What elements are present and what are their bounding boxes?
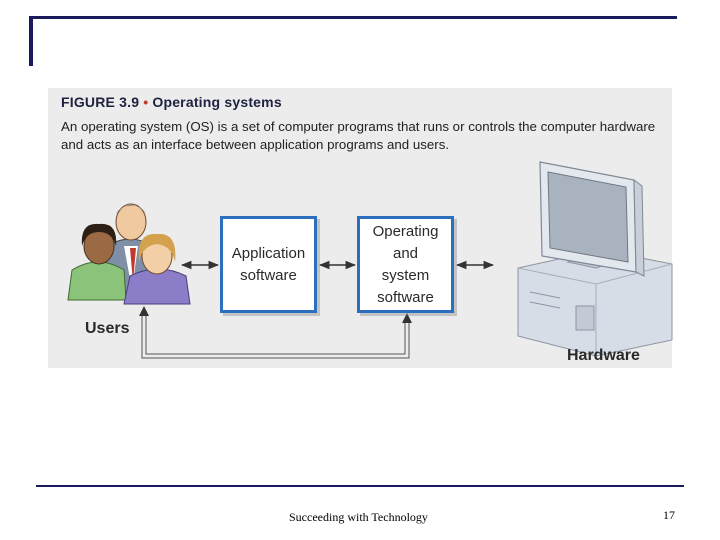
footer-title: Succeeding with Technology (289, 510, 428, 524)
bullet-dot: • (143, 94, 149, 110)
computer-illustration (517, 161, 673, 357)
application-software-line-1: Application (231, 244, 306, 262)
slide-frame-left (29, 16, 33, 66)
user-woman-front-figure (123, 233, 191, 305)
operating-system-box: Operating and system software (357, 216, 454, 313)
operating-system-line-4: software (377, 288, 434, 306)
figure-caption: An operating system (OS) is a set of com… (61, 119, 656, 152)
operating-system-line-2: and (392, 244, 419, 262)
footer-rule (36, 485, 684, 487)
operating-system-line-3: system (381, 266, 430, 284)
users-illustration (67, 203, 191, 305)
application-software-line-2: software (240, 266, 297, 284)
hardware-label: Hardware (567, 347, 640, 364)
figure-number: FIGURE 3.9 (61, 94, 140, 110)
application-software-box: Application software (220, 216, 317, 313)
page-number: 17 (663, 508, 675, 522)
figure-heading: FIGURE 3.9•Operating systems (61, 94, 282, 110)
user-woman-left-figure (67, 223, 127, 301)
arrow-users-os-return (139, 306, 412, 359)
slide-frame-top (29, 16, 677, 19)
operating-system-line-1: Operating (372, 222, 439, 240)
figure-title: Operating systems (152, 94, 282, 110)
users-label: Users (85, 320, 130, 337)
